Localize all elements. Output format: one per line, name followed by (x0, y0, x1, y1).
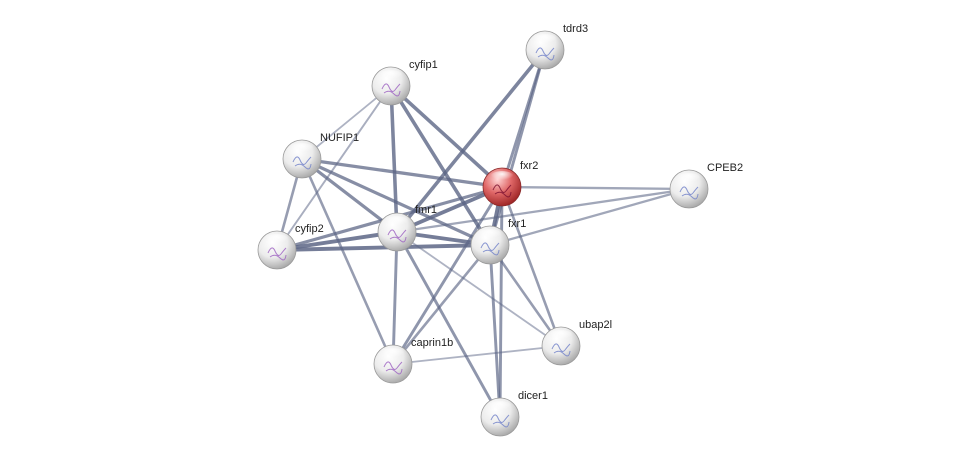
edge-cyfip1-cyfip2[interactable] (276, 85, 392, 251)
node-CPEB2[interactable]: CPEB2 (669, 162, 743, 209)
node-highlight (478, 229, 502, 241)
node-label: caprin1b (411, 337, 453, 349)
node-highlight (381, 348, 405, 360)
protein-structure-icon (492, 184, 512, 198)
node-NUFIP1[interactable]: NUFIP1 (282, 132, 359, 179)
node-highlight (290, 143, 314, 155)
node-highlight (385, 216, 409, 228)
node-highlight (265, 234, 289, 246)
node-fxr1[interactable]: fxr1 (470, 218, 526, 265)
protein-structure-icon (480, 242, 500, 256)
node-label: NUFIP1 (320, 132, 359, 144)
node-tdrd3[interactable]: tdrd3 (525, 23, 588, 70)
node-dicer1[interactable]: dicer1 (480, 390, 548, 437)
protein-structure-icon (292, 156, 312, 170)
edge-NUFIP1-fxr1[interactable] (300, 157, 492, 247)
node-highlight (533, 34, 557, 46)
node-highlight (488, 401, 512, 413)
node-label: ubap2l (579, 319, 612, 331)
node-label: fmr1 (415, 204, 437, 216)
edge-NUFIP1-fxr2[interactable] (300, 157, 504, 189)
edge-fmr1-dicer1[interactable] (395, 230, 502, 419)
edge-caprin1b-ubap2l[interactable] (392, 345, 562, 365)
edge-fxr2-CPEB2[interactable] (500, 185, 691, 191)
edge-cyfip1-fmr1[interactable] (389, 84, 399, 234)
edge-tdrd3-fxr1[interactable] (488, 48, 547, 247)
node-label: cyfip2 (295, 223, 324, 235)
edge-NUFIP1-caprin1b[interactable] (300, 157, 395, 366)
edge-fxr1-ubap2l[interactable] (488, 243, 563, 348)
protein-structure-icon (383, 361, 403, 375)
edge-cyfip1-fxr1[interactable] (389, 84, 492, 247)
node-caprin1b[interactable]: caprin1b (373, 337, 453, 384)
node-highlight (490, 171, 514, 183)
protein-structure-icon (535, 47, 555, 61)
node-label: fxr1 (508, 218, 526, 230)
edge-fxr2-dicer1[interactable] (498, 185, 504, 419)
node-label: dicer1 (518, 390, 548, 402)
node-highlight (677, 173, 701, 185)
edge-fxr1-dicer1[interactable] (488, 243, 502, 419)
protein-structure-icon (679, 186, 699, 200)
edge-fxr1-caprin1b[interactable] (391, 243, 492, 366)
protein-structure-icon (551, 343, 571, 357)
node-highlight (549, 330, 573, 342)
node-label: tdrd3 (563, 23, 588, 35)
edge-fmr1-ubap2l[interactable] (396, 231, 562, 347)
node-fmr1[interactable]: fmr1 (377, 204, 437, 252)
edge-CPEB2-fxr1[interactable] (488, 187, 691, 247)
node-fxr2[interactable]: fxr2 (482, 160, 538, 207)
node-label: CPEB2 (707, 162, 743, 174)
node-ubap2l[interactable]: ubap2l (541, 319, 612, 366)
edge-fmr1-cyfip2[interactable] (275, 230, 399, 252)
edge-fxr1-cyfip2[interactable] (275, 243, 492, 252)
edge-fxr2-ubap2l[interactable] (500, 185, 563, 348)
protein-structure-icon (387, 229, 407, 243)
edge-fmr1-caprin1b[interactable] (391, 230, 399, 366)
node-cyfip2[interactable]: cyfip2 (257, 223, 324, 270)
protein-structure-icon (267, 247, 287, 261)
edge-CPEB2-fmr1[interactable] (395, 187, 691, 234)
protein-structure-icon (490, 414, 510, 428)
node-cyfip1[interactable]: cyfip1 (371, 59, 438, 106)
protein-structure-icon (381, 83, 401, 97)
node-label: cyfip1 (409, 59, 438, 71)
edge-cyfip1-fxr2[interactable] (389, 84, 504, 189)
node-label: fxr2 (520, 160, 538, 172)
edge-tdrd3-fmr1[interactable] (395, 48, 547, 234)
edge-fxr2-caprin1b[interactable] (391, 185, 504, 366)
node-highlight (379, 70, 403, 82)
